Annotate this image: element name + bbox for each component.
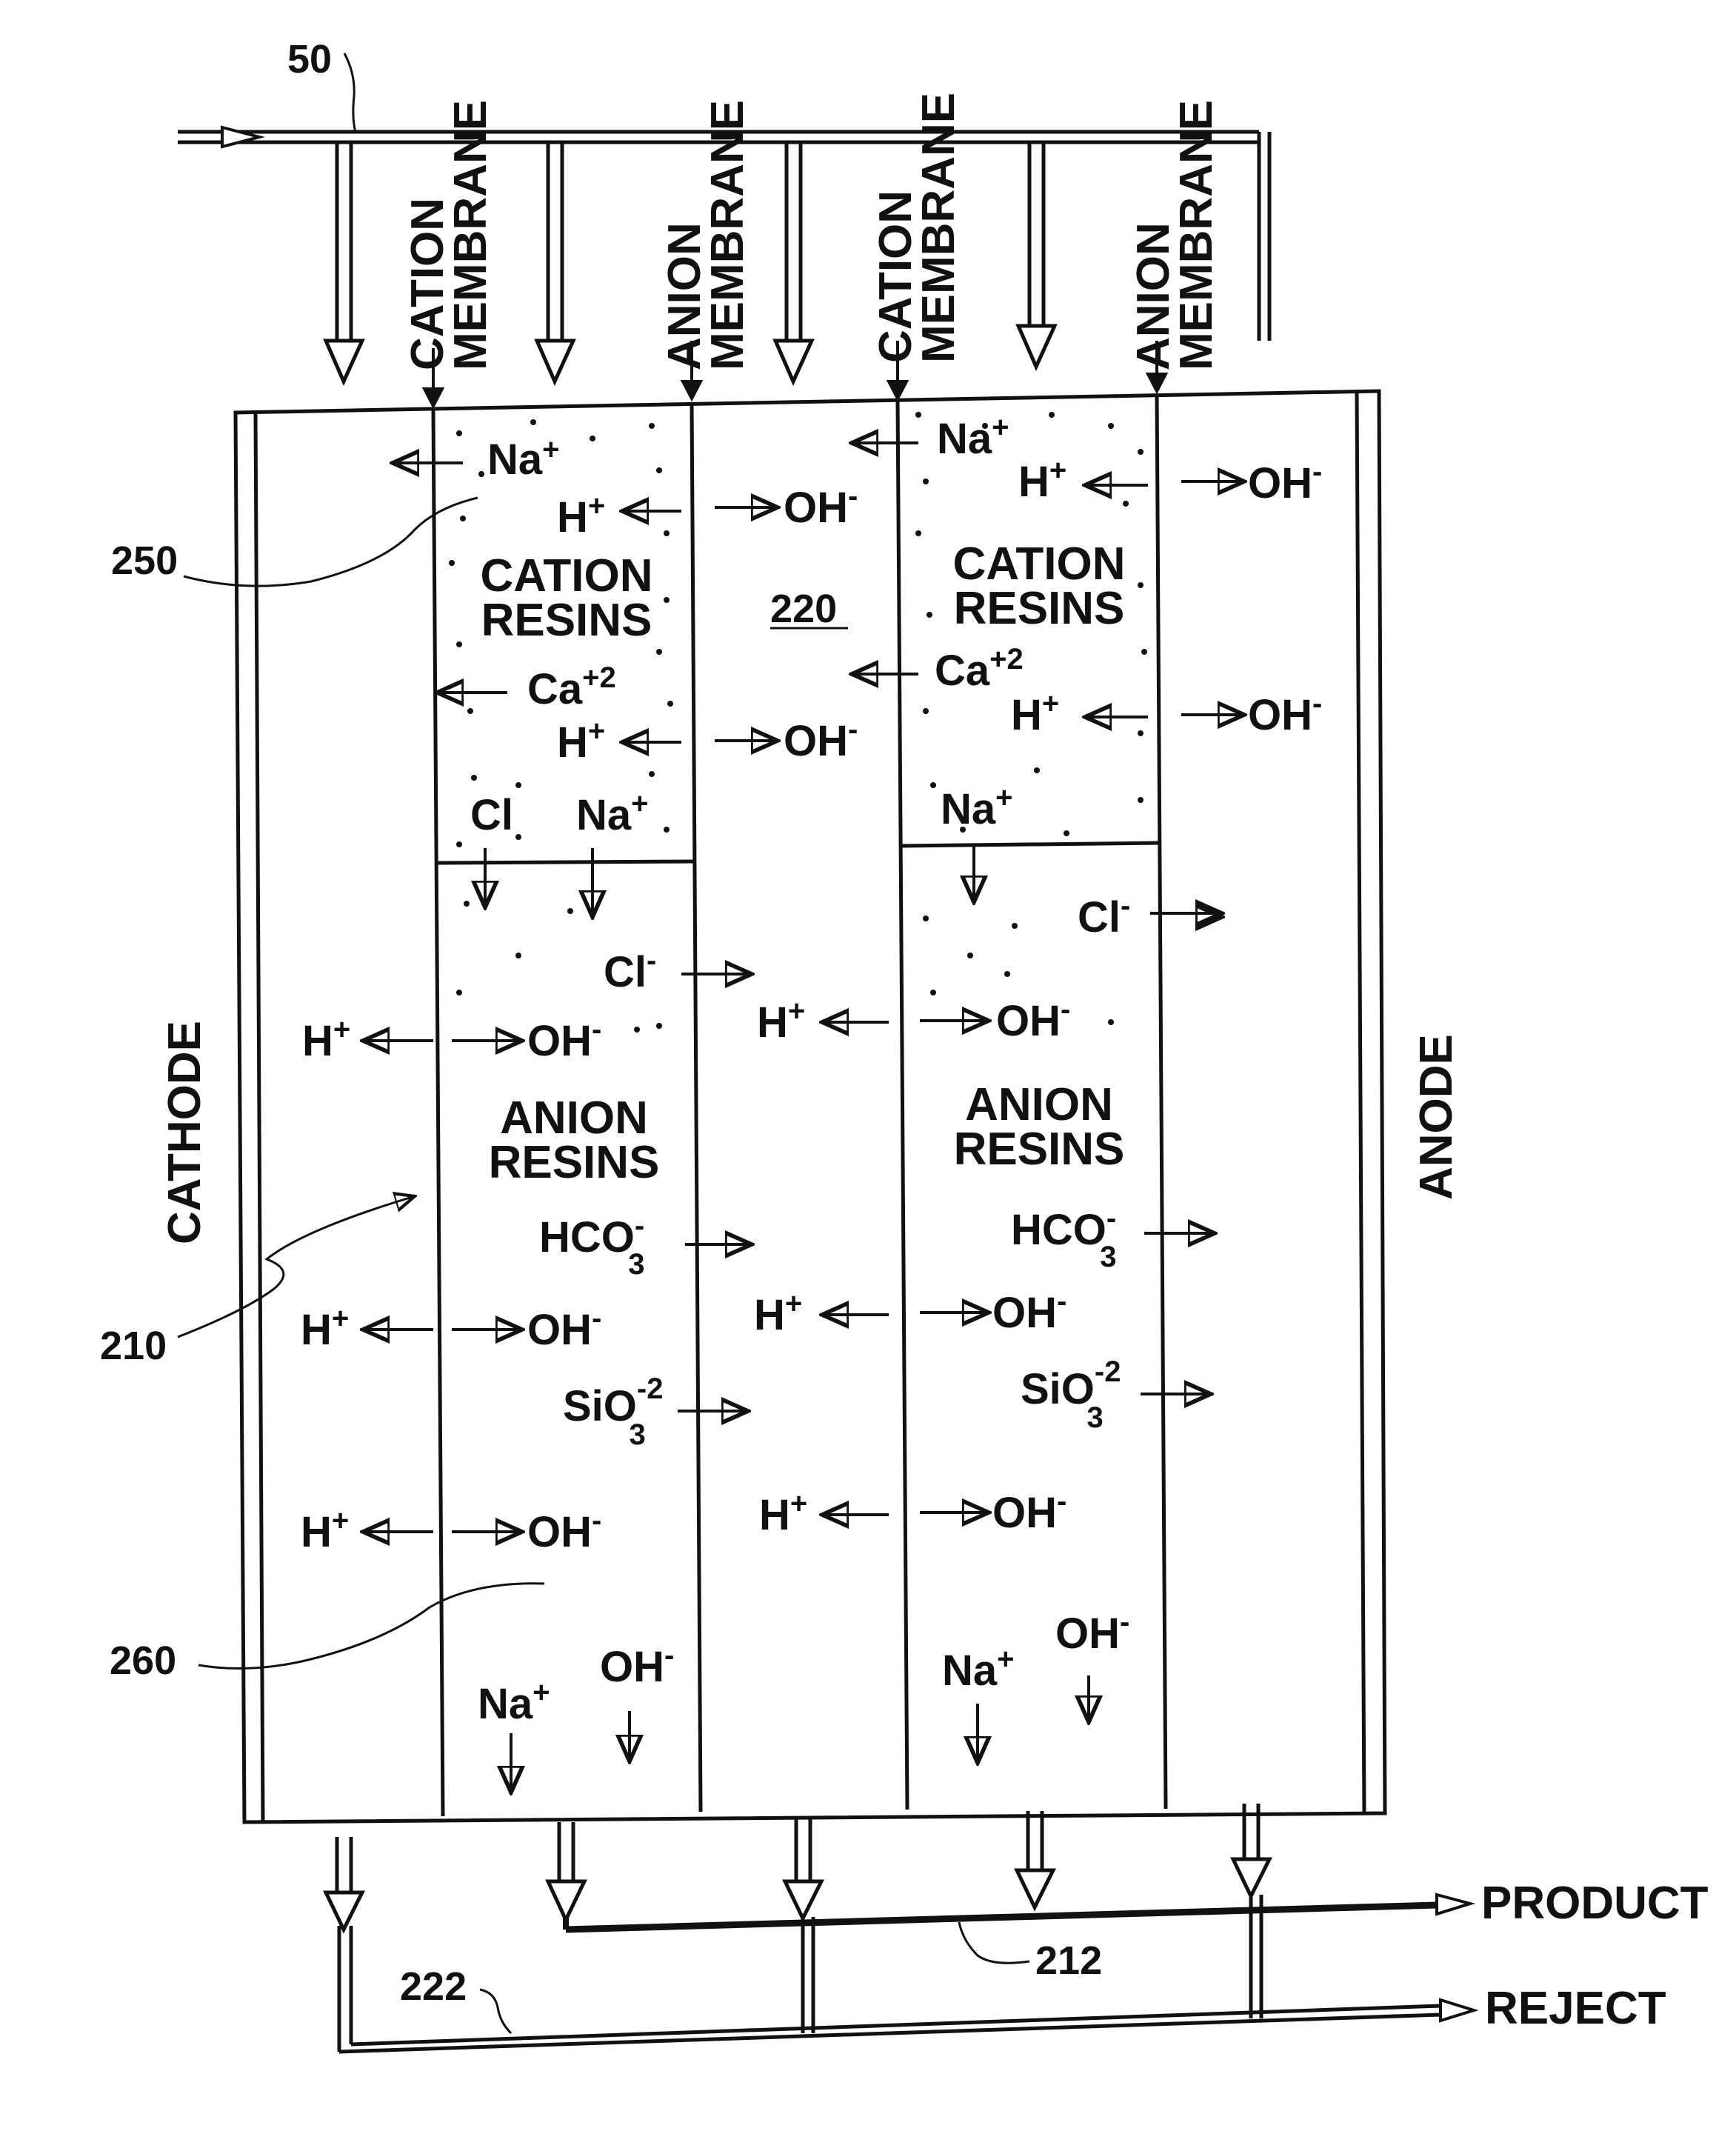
svg-text:ANION: ANION [965, 1079, 1113, 1130]
svg-text:H+: H+ [301, 1302, 349, 1354]
ref-212-leader [958, 1921, 1030, 1964]
svg-text:CATION: CATION [402, 198, 453, 370]
svg-text:ANION: ANION [659, 222, 710, 370]
svg-text:OH-: OH- [992, 1285, 1066, 1337]
feed-leader [343, 53, 357, 133]
feed-manifold [178, 125, 1272, 341]
cell-body [233, 389, 1387, 1824]
outlet-down-arrows [323, 1804, 1273, 1934]
svg-text:Na+: Na+ [487, 433, 560, 484]
feed-branch-arrows [323, 142, 1058, 387]
svg-text:RESINS: RESINS [489, 1137, 660, 1188]
svg-text:MEMBRANE: MEMBRANE [445, 100, 496, 370]
svg-text:RESINS: RESINS [954, 1124, 1125, 1175]
svg-text:OH-: OH- [527, 1013, 601, 1065]
cation-resins-label-left: CATION RESINS [480, 550, 652, 646]
svg-text:ANION: ANION [1128, 222, 1179, 370]
svg-text:OH-: OH- [527, 1504, 601, 1556]
ref-222: 222 [400, 1964, 467, 2009]
product-label: PRODUCT [1481, 1878, 1709, 1929]
svg-text:OH-: OH- [1055, 1606, 1129, 1658]
ref-260: 260 [110, 1638, 176, 1683]
svg-text:SiO-23: SiO-23 [563, 1373, 664, 1451]
ref-210: 210 [100, 1324, 167, 1368]
svg-text:H+: H+ [754, 1287, 802, 1339]
anode-label: ANODE [1411, 1034, 1462, 1200]
svg-text:OH-: OH- [527, 1302, 601, 1354]
ref-210-leader [177, 1196, 415, 1338]
svg-text:Cl-: Cl- [604, 944, 656, 996]
membrane-label-2: ANION MEMBRANE [659, 100, 753, 370]
membrane-pointer-arrows [421, 341, 1169, 410]
svg-text:Na+: Na+ [478, 1676, 550, 1728]
ion-arrows [363, 443, 1244, 1792]
feed-ref-50: 50 [287, 37, 332, 81]
svg-text:Ca+2: Ca+2 [935, 643, 1024, 695]
svg-text:SiO-23: SiO-23 [1021, 1355, 1121, 1434]
svg-text:MEMBRANE: MEMBRANE [702, 100, 753, 370]
ref-220: 220 [770, 587, 837, 631]
reject-line [337, 1895, 1479, 2054]
svg-text:Cl-: Cl- [1078, 890, 1130, 941]
membrane-label-1: CATION MEMBRANE [402, 100, 496, 370]
ref-212: 212 [1035, 1938, 1102, 1983]
membrane-label-3: CATION MEMBRANE [870, 93, 964, 363]
cation-resins-label-right: CATION RESINS [952, 538, 1125, 634]
svg-text:RESINS: RESINS [481, 595, 652, 646]
svg-text:H+: H+ [557, 490, 605, 541]
svg-text:CATION: CATION [480, 550, 652, 601]
svg-text:OH-: OH- [784, 713, 858, 765]
svg-text:CATION: CATION [952, 538, 1125, 590]
svg-text:OH-: OH- [992, 1485, 1066, 1537]
ref-250-leader [183, 496, 478, 587]
svg-text:Cl: Cl [470, 791, 513, 839]
reject-label: REJECT [1485, 1983, 1666, 2034]
svg-text:OH-: OH- [600, 1639, 674, 1691]
anion-resins-label-right: ANION RESINS [954, 1079, 1125, 1175]
ref-222-leader [479, 1988, 513, 2035]
svg-text:MEMBRANE: MEMBRANE [913, 93, 964, 363]
resin-dots [449, 412, 1147, 1033]
svg-text:HCO-3: HCO-3 [1011, 1202, 1116, 1273]
cathode-label: CATHODE [159, 1021, 210, 1244]
svg-text:Na+: Na+ [942, 1643, 1015, 1695]
svg-text:Ca+2: Ca+2 [527, 661, 616, 713]
svg-text:H+: H+ [557, 715, 605, 767]
product-line [563, 1892, 1476, 1933]
membrane-label-4: ANION MEMBRANE [1128, 100, 1222, 370]
svg-text:OH-: OH- [784, 480, 858, 532]
svg-text:H+: H+ [759, 1487, 807, 1539]
svg-text:H+: H+ [301, 1504, 349, 1556]
ion-labels: Na+ H+ OH- Ca+2 H+ OH- Cl Na+ Na+ H+ OH-… [301, 411, 1322, 1728]
svg-text:OH-: OH- [1248, 687, 1322, 739]
svg-text:ANION: ANION [500, 1093, 648, 1144]
ref-260-leader [198, 1582, 545, 1670]
svg-text:HCO-3: HCO-3 [539, 1210, 644, 1281]
svg-text:H+: H+ [1011, 687, 1059, 739]
svg-text:RESINS: RESINS [954, 583, 1125, 634]
svg-text:Na+: Na+ [576, 787, 649, 839]
svg-text:CATION: CATION [870, 190, 921, 363]
svg-text:OH-: OH- [996, 993, 1070, 1045]
anion-resins-label-left: ANION RESINS [489, 1093, 660, 1188]
ref-250: 250 [111, 538, 178, 583]
svg-text:H+: H+ [1018, 454, 1066, 506]
svg-text:H+: H+ [757, 995, 805, 1047]
svg-text:MEMBRANE: MEMBRANE [1171, 100, 1222, 370]
svg-text:H+: H+ [302, 1013, 350, 1065]
svg-text:OH-: OH- [1248, 456, 1322, 507]
svg-text:Na+: Na+ [937, 411, 1009, 463]
svg-text:Na+: Na+ [941, 781, 1013, 833]
